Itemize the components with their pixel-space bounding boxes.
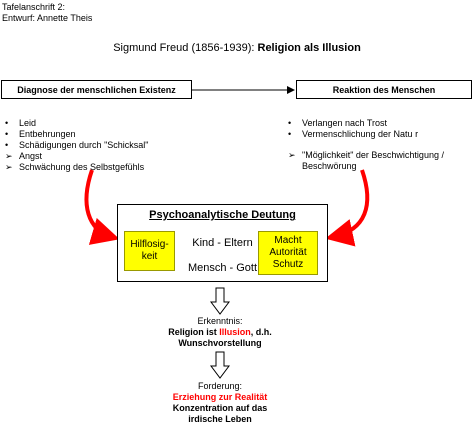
title-bold: Religion als Illusion — [257, 42, 361, 54]
bullet-icon: • — [288, 118, 292, 128]
bullet-icon: • — [5, 129, 9, 139]
kind-eltern-label: Kind - Eltern — [192, 237, 253, 249]
left-red-arrow — [84, 169, 120, 245]
page-title: Sigmund Freud (1856-1939): Religion als … — [0, 42, 474, 54]
reaction-list: •Verlangen nach Trost •Vermenschlichung … — [285, 118, 444, 172]
bullet-icon: • — [288, 129, 292, 139]
arrow-bullet-icon: ➢ — [288, 150, 296, 160]
list-item: •Leid — [5, 118, 37, 128]
arrow-bullet-icon: ➢ — [5, 151, 13, 161]
bullet-icon: • — [5, 140, 9, 150]
power-highlight: Macht Autorität Schutz — [258, 231, 318, 275]
diagnosis-list: •Leid •Entbehrungen •Schädigungen durch … — [2, 118, 148, 173]
title-normal: Sigmund Freud (1856-1939): — [113, 42, 255, 54]
arrow-bullet-icon: ➢ — [5, 162, 13, 172]
list-item: •Vermenschlichung der Natu r — [288, 129, 419, 139]
list-item: ➢"Möglichkeit" der Beschwichtigung / — [288, 150, 444, 160]
reaction-box-label: Reaktion des Menschen — [332, 84, 436, 95]
erkenntnis-line-2: Wunschvorstellung — [178, 338, 262, 348]
list-item: Beschwörung — [302, 161, 357, 171]
forderung-label: Forderung: — [197, 381, 243, 391]
down-arrow-1 — [210, 287, 230, 315]
list-item: •Schädigungen durch "Schicksal" — [5, 140, 149, 150]
forderung-line-3: irdische Leben — [188, 414, 252, 424]
list-item: ➢Angst — [5, 151, 43, 161]
diagnosis-box-label: Diagnose der menschlichen Existenz — [17, 84, 176, 95]
diagnosis-box: Diagnose der menschlichen Existenz — [1, 80, 192, 99]
erkenntnis-line-1: Religion ist Illusion, d.h. — [168, 327, 272, 337]
list-item: ➢Schwächung des Selbstgefühls — [5, 162, 145, 172]
forderung-line-2: Konzentration auf das — [172, 403, 268, 413]
header-line-1: Tafelanschrift 2: — [2, 2, 66, 12]
list-item: •Verlangen nach Trost — [288, 118, 388, 128]
reaction-box: Reaktion des Menschen — [296, 80, 472, 99]
psychoanalytic-box: Psychoanalytische Deutung Hilflosig- kei… — [117, 204, 328, 282]
right-red-arrow — [325, 169, 370, 247]
erkenntnis-label: Erkenntnis: — [197, 316, 243, 326]
bullet-icon: • — [5, 118, 9, 128]
mensch-gott-label: Mensch - Gott — [187, 262, 258, 274]
forderung-red-line: Erziehung zur Realität — [172, 392, 268, 402]
down-arrow-2 — [210, 351, 230, 379]
helplessness-highlight: Hilflosig- keit — [124, 231, 175, 271]
psychoanalytic-title: Psychoanalytische Deutung — [149, 209, 296, 221]
header-line-2: Entwurf: Annette Theis — [2, 13, 93, 23]
list-item: •Entbehrungen — [5, 129, 76, 139]
